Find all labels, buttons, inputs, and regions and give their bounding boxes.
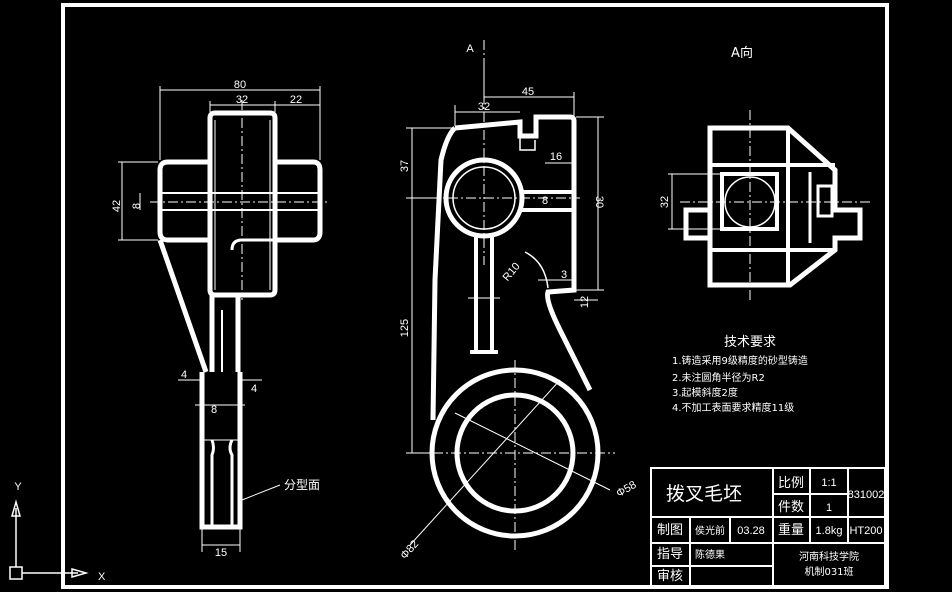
dim-4-right: 4	[251, 383, 257, 395]
scale-value: 1:1	[821, 477, 836, 489]
tech-title: 技术要求	[724, 335, 776, 350]
drawn-name: 侯光前	[695, 524, 725, 537]
side-view	[118, 86, 330, 552]
drawn-label: 制图	[657, 523, 683, 538]
drawing-code: 831002	[848, 489, 885, 501]
tech-item-3: 3.起模斜度2度	[672, 386, 738, 399]
ucs-x-label: X	[98, 571, 106, 583]
count-value: 1	[826, 502, 832, 514]
dim-32-viewa: 32	[659, 196, 671, 208]
dim-8: 8	[131, 203, 143, 209]
view-a	[668, 110, 870, 300]
count-label: 件数	[778, 500, 804, 515]
school-name: 河南科技学院	[799, 550, 859, 563]
scale-label: 比例	[778, 476, 804, 491]
part-name: 拨叉毛坯	[666, 483, 742, 505]
dim-22: 22	[290, 94, 302, 106]
dim-8-slot: 8	[542, 195, 548, 207]
tech-item-4: 4.不加工表面要求精度11级	[672, 401, 794, 414]
front-view	[406, 40, 615, 550]
dim-125: 125	[399, 319, 411, 337]
dim-16: 16	[550, 151, 562, 163]
tech-item-2: 2.未注圆角半径为R2	[672, 371, 765, 384]
ucs-y-label: Y	[14, 481, 22, 493]
weight-value: 1.8kg	[816, 525, 843, 537]
dim-r10: R10	[501, 260, 523, 283]
dim-45: 45	[522, 86, 534, 98]
dim-37: 37	[399, 160, 411, 172]
dim-phi58: Φ58	[614, 479, 638, 500]
dim-30: 30	[593, 196, 605, 208]
tech-item-1: 1.铸造采用9级精度的砂型铸造	[672, 354, 808, 367]
drawn-date: 03.28	[737, 525, 765, 537]
material: HT200	[849, 525, 882, 537]
parting-surface-label: 分型面	[284, 478, 320, 492]
dim-8-fork: 8	[211, 404, 217, 416]
dim-32: 32	[236, 94, 248, 106]
weight-label: 重量	[778, 522, 804, 538]
dim-3: 3	[561, 269, 567, 281]
dim-80: 80	[234, 79, 246, 91]
dim-12: 12	[579, 296, 591, 308]
title-block	[650, 467, 886, 587]
dim-phi82: Φ82	[398, 538, 421, 562]
dim-42: 42	[111, 200, 123, 212]
view-a-title: A向	[731, 45, 753, 61]
dim-4-left: 4	[181, 369, 187, 381]
guide-name: 陈德果	[695, 548, 725, 561]
guide-label: 指导	[657, 547, 683, 562]
drawing-border	[61, 3, 889, 589]
view-a-arrow-label: A	[466, 43, 474, 55]
class-name: 机制031班	[804, 565, 853, 578]
review-label: 审核	[657, 569, 683, 584]
ucs-icon	[9, 499, 89, 580]
dim-32-top: 32	[478, 101, 490, 113]
dim-15: 15	[215, 547, 227, 559]
